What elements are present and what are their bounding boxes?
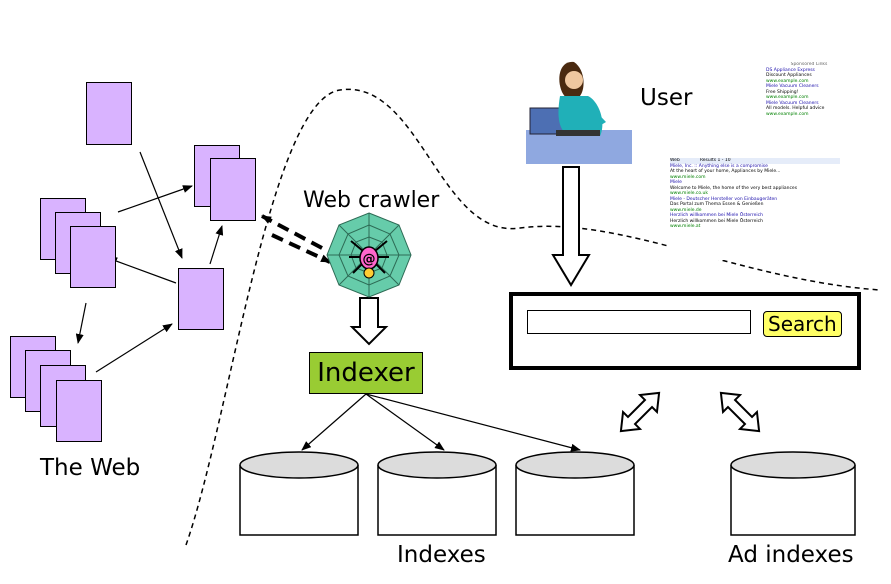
- web-link: [107, 257, 177, 284]
- crawler-fetch-arrow: [271, 233, 331, 264]
- web-link: [95, 323, 173, 373]
- web-page: [178, 268, 224, 330]
- spider-web-icon: @: [326, 212, 412, 298]
- web-link: [75, 302, 87, 344]
- indexer-to-index-arrow: [301, 393, 367, 451]
- search-results-thumbnail: Web Results 1 - 10 Miele, Inc. :: Anythi…: [670, 158, 840, 260]
- web-link: [209, 225, 224, 265]
- web-page: [210, 158, 256, 221]
- web-page: [86, 82, 132, 145]
- web-page: [56, 380, 102, 442]
- search-input[interactable]: [527, 310, 751, 334]
- web-page: [70, 226, 116, 288]
- indexer-to-index-arrow: [365, 393, 445, 451]
- search-to-ad-index-arrow: [719, 391, 761, 433]
- index-cylinder: [515, 451, 635, 536]
- search-to-index-arrow: [619, 391, 661, 433]
- user-to-search-arrow: [551, 166, 591, 287]
- search-button[interactable]: Search: [763, 311, 842, 337]
- user-label: User: [640, 85, 693, 111]
- indexer-box: Indexer: [309, 352, 423, 394]
- crawler-fetch-arrow: [261, 214, 323, 250]
- the-web-label: The Web: [40, 455, 141, 481]
- web-link: [139, 151, 183, 259]
- search-box: Search: [509, 292, 861, 370]
- user-at-computer-icon: [526, 61, 632, 164]
- index-cylinder: [239, 451, 359, 536]
- indexes-label: Indexes: [397, 542, 486, 568]
- index-cylinder: [377, 451, 497, 536]
- svg-text:@: @: [363, 252, 376, 267]
- web-link: [117, 185, 193, 213]
- web-crawler-label: Web crawler: [303, 188, 440, 213]
- ad-index-cylinder: [730, 451, 856, 536]
- boundary-curve: [185, 88, 881, 546]
- indexer-to-index-arrow: [365, 393, 581, 452]
- ad-indexes-label: Ad indexes: [728, 542, 854, 568]
- crawler-to-indexer-arrow: [349, 297, 389, 346]
